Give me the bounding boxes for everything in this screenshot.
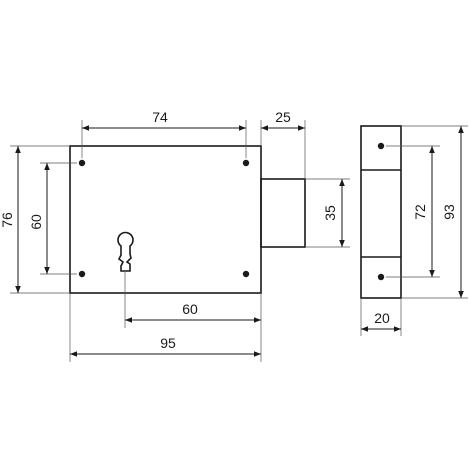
extension-lines <box>10 120 468 362</box>
keyhole-icon <box>117 231 134 272</box>
dimension-labels: 74 25 76 60 35 60 95 20 72 93 <box>0 109 457 351</box>
keeper-hole-bottom <box>377 273 385 281</box>
label-72: 72 <box>412 204 428 220</box>
label-60-vertical: 60 <box>28 214 44 230</box>
lock-case-outline <box>69 145 262 294</box>
label-25: 25 <box>275 109 291 125</box>
label-93: 93 <box>441 204 457 220</box>
label-35: 35 <box>322 205 338 221</box>
label-95: 95 <box>160 335 176 351</box>
dimension-lines <box>15 125 464 357</box>
keeper <box>360 125 402 299</box>
keeper-hole-top <box>377 142 385 150</box>
mounting-hole-top-left <box>78 159 86 167</box>
bolt <box>260 178 306 248</box>
label-74: 74 <box>152 109 168 125</box>
label-20: 20 <box>374 310 390 326</box>
keeper-outline <box>360 125 402 299</box>
mounting-hole-bottom-left <box>78 270 86 278</box>
label-60-horizontal: 60 <box>182 301 198 317</box>
label-76: 76 <box>0 212 15 228</box>
mounting-hole-top-right <box>242 159 250 167</box>
lock-body <box>69 145 306 294</box>
mounting-hole-bottom-right <box>242 270 250 278</box>
